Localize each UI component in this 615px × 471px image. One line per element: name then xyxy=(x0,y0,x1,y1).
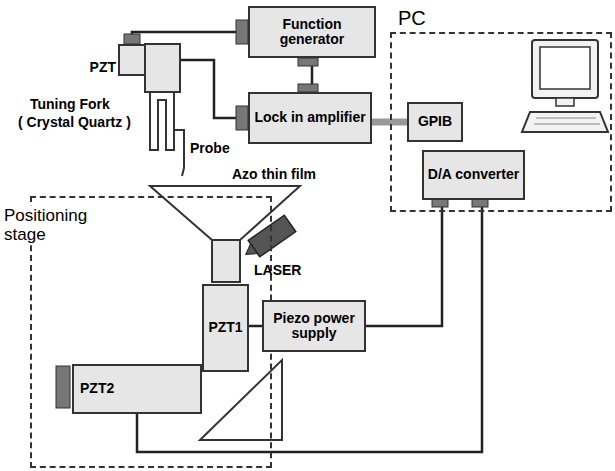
computer-icon xyxy=(522,40,608,132)
box-label: PZT1 xyxy=(208,320,242,335)
signal-wire xyxy=(137,200,482,452)
signal-wire xyxy=(249,326,262,327)
box-label: GPIB xyxy=(418,114,452,129)
part-label: LASER xyxy=(254,262,301,278)
instrument-box: Function generator xyxy=(248,6,376,58)
part-label: Tuning Fork xyxy=(30,96,110,112)
sample-post xyxy=(212,240,240,282)
box-label: Piezo power supply xyxy=(264,311,364,342)
region-heading: PC xyxy=(398,7,426,29)
box-label: Lock in amplifier xyxy=(254,110,365,125)
fork-holder xyxy=(145,44,180,92)
instrument-box: Lock in amplifier xyxy=(248,92,372,144)
interface-box: GPIB xyxy=(407,102,463,142)
connector-cap xyxy=(56,366,70,408)
connector-cap xyxy=(124,34,140,44)
tuning-fork xyxy=(150,92,174,150)
part-label: Azo thin film xyxy=(232,166,316,182)
pzt-actuator: PZT xyxy=(118,44,146,76)
part-label: PZT xyxy=(90,60,116,75)
connector-cap xyxy=(236,20,248,44)
region-heading: Positioning stage xyxy=(4,206,96,245)
stage-region: Positioning stagePZT1PZT2 xyxy=(30,196,272,468)
connector-cap xyxy=(236,106,248,130)
pzt-actuator: PZT1 xyxy=(202,284,249,372)
converter-box: D/A converter xyxy=(422,150,525,200)
box-label: Function generator xyxy=(250,17,374,48)
box-label: D/A converter xyxy=(428,167,519,182)
connector-cap xyxy=(298,84,318,92)
laser-head xyxy=(240,215,296,262)
power-supply-box: Piezo power supply xyxy=(262,300,366,352)
signal-wire xyxy=(366,200,442,326)
signal-wire xyxy=(132,32,248,44)
pzt-actuator: PZT2 xyxy=(72,364,202,414)
box-label: PZT2 xyxy=(80,381,114,396)
wedge-stage xyxy=(200,360,282,440)
part-label: Probe xyxy=(190,140,230,156)
pc-region: PCGPIBD/A converter xyxy=(390,32,612,212)
connector-cap xyxy=(298,58,318,66)
probe-tip xyxy=(174,130,184,176)
part-label: ( Crystal Quartz ) xyxy=(18,114,131,130)
